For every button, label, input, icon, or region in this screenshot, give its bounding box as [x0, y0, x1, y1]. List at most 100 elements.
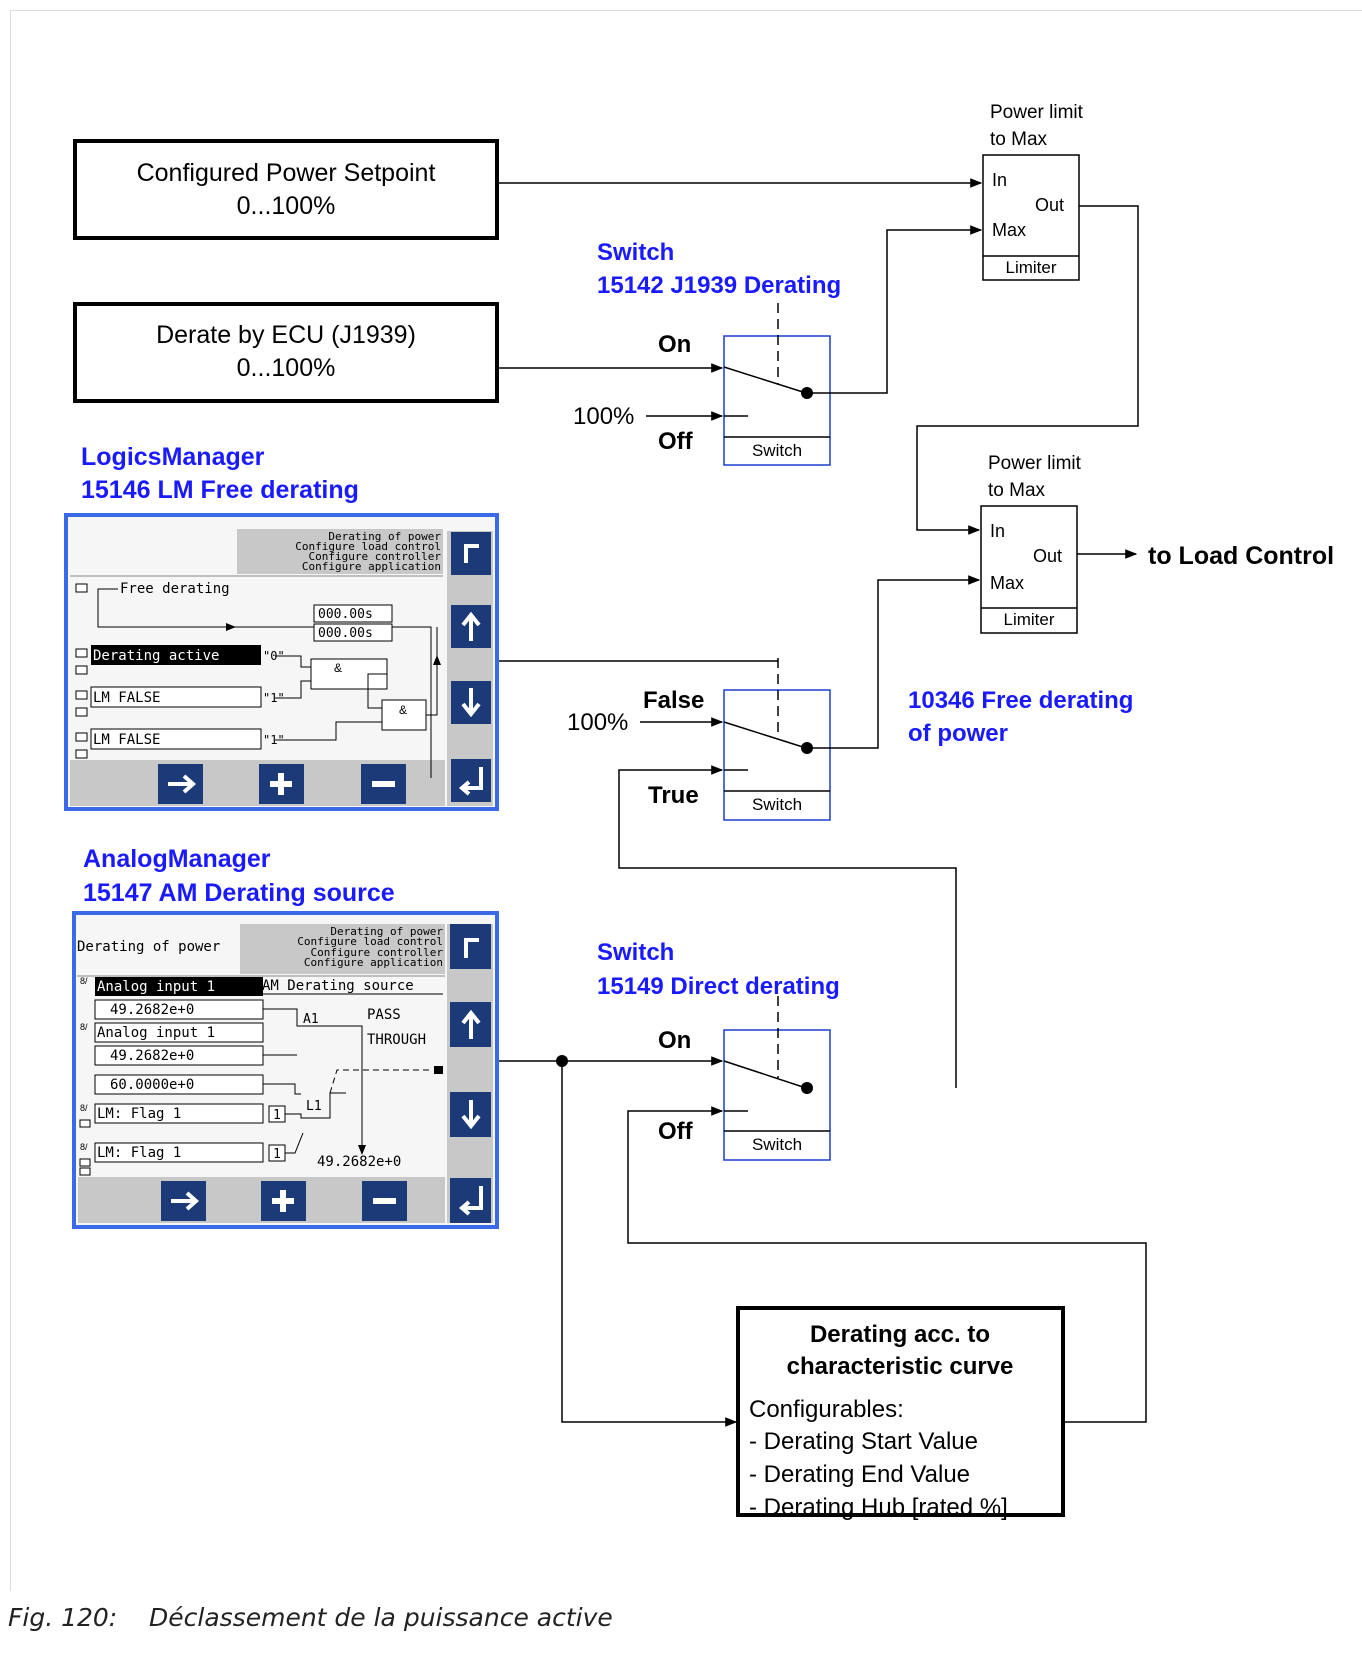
plus-icon	[272, 1190, 294, 1212]
lm-input[interactable]: LM FALSE	[93, 732, 160, 748]
menu-line: Configure controller	[311, 946, 444, 959]
limiter-in-port: In	[992, 170, 1007, 190]
am-mode: THROUGH	[367, 1032, 426, 1048]
am-value[interactable]: 60.0000e+0	[110, 1077, 194, 1093]
switch-constant-input: 100%	[567, 709, 628, 736]
menu-line: Configure application	[304, 956, 443, 969]
junction-dot	[556, 1055, 568, 1067]
limiter-title: Power limit	[990, 102, 1084, 123]
limiter-title: to Max	[988, 480, 1046, 501]
am-input[interactable]: Analog input 1	[97, 1025, 215, 1041]
switch-direct-title: Switch	[597, 939, 674, 966]
lm-input-value: "1"	[263, 691, 285, 705]
figure-frame	[10, 10, 1362, 1591]
setpoint-box: Configured Power Setpoint 0...100%	[73, 139, 499, 240]
curve-title-2: characteristic curve	[787, 1353, 1014, 1380]
switch-direct: Switch 15149 Direct derating Switch On O…	[597, 939, 840, 1161]
switch-constant-input: 100%	[573, 403, 634, 430]
switch-j1939-param: 15142 J1939 Derating	[597, 272, 841, 299]
am-row-marker: 8/	[80, 1103, 88, 1113]
curve-item: - Derating Hub [rated %]	[749, 1494, 1008, 1521]
am-flag-input[interactable]: LM: Flag 1	[97, 1106, 181, 1122]
arrow-right-icon	[171, 1191, 200, 1211]
curve-item: - Derating Start Value	[749, 1428, 978, 1455]
arrow-right-icon	[168, 774, 197, 794]
menu-line: Configure load control	[297, 935, 443, 948]
limiter-title: Power limit	[988, 453, 1082, 474]
curve-box: Derating acc. to characteristic curve Co…	[736, 1306, 1065, 1521]
switch-free: Switch False True 100% 10346 Free derati…	[567, 658, 1133, 821]
curve-configurables: Configurables:	[749, 1396, 904, 1423]
delay-off-value[interactable]: 000.00s	[318, 626, 373, 641]
enter-icon	[458, 767, 483, 796]
ecu-range: 0...100%	[237, 354, 336, 382]
am-screen-title: Derating of power	[77, 939, 220, 955]
delay-on-value[interactable]: 000.00s	[318, 607, 373, 622]
am-l-label: L1	[306, 1099, 322, 1114]
lm-input-value: "0"	[263, 649, 285, 663]
limiter-out-port: Out	[1033, 546, 1062, 566]
am-row-marker: 8/	[80, 1142, 88, 1152]
logics-manager-heading: LogicsManager	[81, 443, 265, 471]
am-value: 49.2682e+0	[110, 1002, 194, 1018]
switch-direct-param: 15149 Direct derating	[597, 973, 840, 1000]
and-gate-label: &	[334, 661, 342, 675]
setpoint-label: Configured Power Setpoint	[137, 159, 436, 187]
ecu-label: Derate by ECU (J1939)	[156, 321, 416, 349]
free-derating-output: Free derating	[120, 581, 230, 597]
switch-off-label: Off	[658, 1118, 694, 1145]
arrow-up-icon	[461, 1009, 481, 1039]
am-mode: PASS	[367, 1007, 401, 1023]
switch-name: Switch	[752, 441, 802, 460]
switch-name: Switch	[752, 1135, 802, 1154]
not-gate: 1	[273, 1108, 281, 1123]
analog-manager-heading: AnalogManager	[83, 845, 271, 873]
curve-title-1: Derating acc. to	[810, 1321, 990, 1348]
logics-manager-panel: LogicsManager 15146 LM Free derating Der…	[64, 443, 499, 811]
menu-line: Configure application	[302, 560, 441, 573]
am-flag-input[interactable]: LM: Flag 1	[97, 1145, 181, 1161]
switch-j1939: Switch 15142 J1939 Derating Switch On Of…	[573, 239, 841, 466]
analog-manager-panel: AnalogManager 15147 AM Derating source D…	[72, 845, 499, 1229]
am-input-selected[interactable]: Analog input 1	[97, 979, 215, 995]
free-derating-param: of power	[908, 720, 1008, 747]
limiter-name: Limiter	[1005, 258, 1056, 277]
figure-caption: Fig. 120: Déclassement de la puissance a…	[8, 1603, 613, 1632]
am-source-title: AM Derating source	[262, 978, 414, 994]
escape-button[interactable]	[450, 924, 491, 969]
am-value: 49.2682e+0	[110, 1048, 194, 1064]
limiter-max-port: Max	[992, 220, 1026, 240]
limiter-out-port: Out	[1035, 195, 1064, 215]
menu-line: Derating of power	[328, 530, 441, 543]
enter-button[interactable]	[450, 1178, 491, 1223]
switch-on-label: On	[658, 331, 691, 358]
enter-icon	[458, 1186, 483, 1216]
switch-false-label: False	[643, 687, 704, 714]
switch-name: Switch	[752, 795, 802, 814]
limiter-in-port: In	[990, 521, 1005, 541]
am-nav-buttons	[161, 924, 491, 1223]
switch-on-label: On	[658, 1027, 691, 1054]
switch-off-label: Off	[658, 428, 694, 455]
not-gate: 1	[273, 1147, 281, 1162]
arrow-down-icon	[461, 688, 481, 718]
limiter-top: Power limit to Max In Out Max Limiter	[982, 102, 1084, 281]
switch-j1939-title: Switch	[597, 239, 674, 266]
lm-input-selected[interactable]: Derating active	[93, 648, 219, 664]
analog-manager-param: 15147 AM Derating source	[83, 879, 395, 907]
lm-nav-buttons	[158, 532, 491, 804]
menu-line: Configure controller	[309, 550, 442, 563]
menu-line: Configure load control	[295, 540, 441, 553]
free-derating-param: 10346 Free derating	[908, 687, 1133, 714]
switch-true-label: True	[648, 782, 699, 809]
lm-input-value: "1"	[263, 733, 285, 747]
am-row-marker: 8/	[80, 1022, 88, 1032]
escape-button[interactable]	[451, 532, 491, 575]
arrow-up-icon	[461, 611, 481, 641]
am-result: 49.2682e+0	[317, 1154, 401, 1170]
escape-icon	[464, 938, 479, 958]
enter-button[interactable]	[451, 759, 491, 802]
lm-input[interactable]: LM FALSE	[93, 690, 160, 706]
limiter-bottom: Power limit to Max In Out Max Limiter	[980, 453, 1082, 634]
